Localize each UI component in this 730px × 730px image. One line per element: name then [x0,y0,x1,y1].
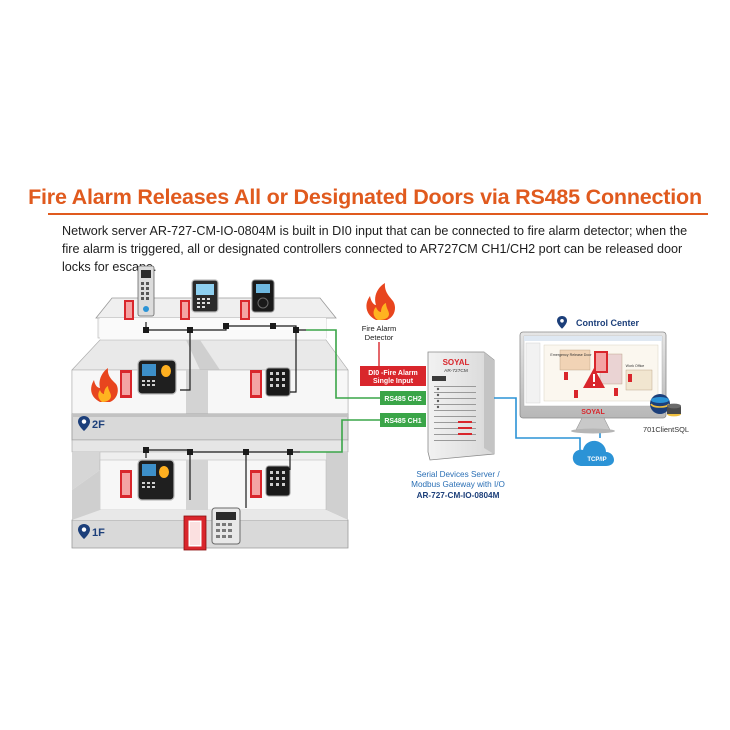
gateway-device: SOYAL AR-727CM [427,351,495,461]
svg-text:Serial Devices Server /: Serial Devices Server / [416,470,500,479]
door-2f-3 [240,300,250,320]
di0-input-label: DI0 -Fire Alarm Single Input [360,366,426,386]
door-1f-1 [120,470,132,498]
gateway-model-tag: AR-727CM [444,368,468,374]
detector-label-line1: Fire Alarm [362,324,397,333]
fire-icon-2f [91,368,118,402]
svg-text:Single Input: Single Input [373,378,414,385]
screen-label-work-office: Work Office [626,364,645,368]
cloud-icon: TCP/IP [572,440,614,466]
reader-dark-lcd [251,279,275,313]
reader-slim-keypad [137,265,155,317]
svg-text:DI0 -Fire Alarm: DI0 -Fire Alarm [368,370,418,377]
rs485-trunk-lines [300,329,380,453]
reader-fingerprint-2f [137,359,177,395]
tcpip-label: TCP/IP [587,457,606,463]
floor-2f-label: 2F [92,419,105,431]
software-icon: 701ClientSQL [643,394,689,434]
door-2f-5 [250,370,262,398]
svg-text:Control Center: Control Center [576,318,639,328]
control-center-heading: Control Center [557,316,639,329]
door-2f-2 [180,300,190,320]
rs485-ch2-label: RS485 CH2 [380,391,426,405]
detector-label-line2: Detector [365,333,394,342]
bus-connectors [143,323,299,455]
svg-text:RS485 CH1: RS485 CH1 [384,418,421,425]
fire-alarm-detector: Fire Alarm Detector [362,283,397,370]
svg-text:RS485 CH2: RS485 CH2 [384,396,421,403]
door-2f-1 [124,300,134,320]
door-1f-2 [250,470,262,498]
floor-label-2f: 2F [78,416,105,431]
reader-keypad-2f [265,367,291,397]
monitor: Emergency Release Door Work Office SOYAL [519,331,667,434]
reader-white-keypad-1f [211,507,241,545]
reader-keypad-1f [265,465,291,497]
software-label: 701ClientSQL [643,425,689,434]
monitor-brand: SOYAL [581,409,605,416]
gateway-brand: SOYAL [443,358,470,367]
front-door-1f [183,515,207,551]
gateway-caption: Serial Devices Server / Modbus Gateway w… [411,470,505,500]
floor-1f-label: 1F [92,527,105,539]
floor-1f [71,439,349,549]
floor-label-1f: 1F [78,524,105,539]
door-2f-4 [120,370,132,398]
floor-2f [71,297,349,441]
reader-fingerprint-1f [137,459,175,501]
description-text: Network server AR-727-CM-IO-0804M is bui… [62,224,688,274]
title-underline [48,213,708,215]
rs485-ch1-label: RS485 CH1 [380,413,426,427]
reader-lcd-keypad-2f [191,279,219,313]
screen-label-emergency: Emergency Release Door [550,353,592,357]
svg-text:AR-727-CM-IO-0804M: AR-727-CM-IO-0804M [417,491,500,500]
svg-text:Modbus Gateway with I/O: Modbus Gateway with I/O [411,480,505,489]
page-title: Fire Alarm Releases All or Designated Do… [28,185,702,209]
tcpip-link-line [494,397,581,452]
